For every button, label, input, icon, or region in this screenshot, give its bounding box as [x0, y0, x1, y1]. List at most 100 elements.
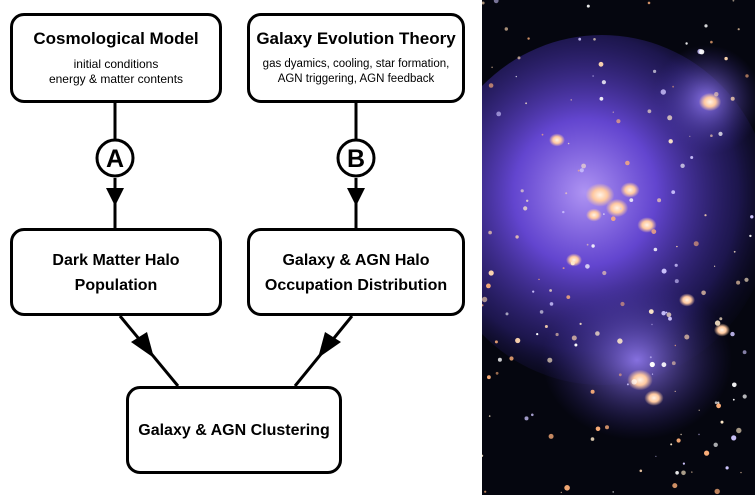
- star: [730, 331, 735, 337]
- galaxy-cluster-image: [482, 0, 755, 495]
- galaxy: [637, 217, 657, 233]
- star: [713, 442, 718, 447]
- star: [691, 471, 693, 473]
- star: [725, 466, 729, 470]
- star: [742, 394, 747, 399]
- star: [566, 295, 571, 299]
- star: [665, 311, 668, 314]
- star: [570, 99, 572, 101]
- dark-matter-halo-population-box: Dark Matter Halo Population: [10, 228, 222, 316]
- star: [505, 312, 509, 316]
- label-b-circle: [336, 138, 376, 178]
- star: [693, 241, 699, 247]
- star: [602, 270, 607, 276]
- star: [668, 316, 672, 321]
- star: [548, 433, 554, 439]
- dark-matter-halo-title-line-1: Dark Matter Halo: [52, 252, 180, 269]
- star: [701, 290, 706, 296]
- star: [732, 382, 737, 388]
- star: [649, 361, 655, 368]
- star: [653, 69, 657, 73]
- star: [720, 420, 724, 424]
- star: [523, 206, 528, 211]
- star: [581, 163, 586, 169]
- star: [681, 470, 686, 476]
- star: [710, 40, 713, 44]
- star: [567, 142, 570, 145]
- star: [736, 280, 741, 285]
- star: [536, 333, 539, 336]
- star: [532, 290, 535, 293]
- star: [482, 454, 484, 457]
- cosmological-model-line-1: initial conditions: [73, 57, 159, 71]
- cosmological-model-box: Cosmological Model initial conditions en…: [10, 13, 222, 103]
- star: [488, 230, 492, 235]
- star: [586, 4, 590, 8]
- star: [612, 111, 614, 113]
- star: [497, 357, 502, 362]
- star: [560, 491, 562, 494]
- star: [603, 213, 605, 215]
- galaxy: [620, 182, 640, 198]
- star: [570, 261, 575, 266]
- arrowhead-a: [106, 188, 124, 206]
- star: [690, 156, 694, 159]
- star: [672, 85, 674, 88]
- star: [555, 332, 559, 337]
- star: [668, 139, 673, 144]
- star: [620, 301, 625, 307]
- star: [591, 244, 595, 248]
- star: [655, 455, 657, 457]
- star: [660, 89, 666, 95]
- star: [590, 389, 595, 394]
- star: [716, 403, 721, 409]
- star: [495, 371, 499, 375]
- flow-diagram: A B: [95, 103, 376, 387]
- star: [525, 102, 527, 105]
- star: [661, 268, 667, 274]
- arrowhead-left: [131, 332, 154, 358]
- star: [670, 443, 673, 446]
- star: [564, 485, 570, 491]
- star: [482, 304, 484, 307]
- star: [698, 409, 700, 411]
- star: [689, 135, 691, 137]
- star: [661, 362, 667, 368]
- star: [488, 415, 491, 417]
- galaxy-evolution-theory-line-1: gas dyamics, cooling, star formation,: [262, 58, 450, 70]
- star: [565, 192, 568, 195]
- star: [612, 491, 614, 493]
- star: [704, 214, 707, 217]
- hod-title-line-1: Galaxy & AGN Halo: [282, 252, 430, 269]
- star: [680, 433, 682, 436]
- star: [605, 425, 609, 430]
- star: [714, 265, 716, 267]
- star: [740, 471, 742, 474]
- galaxy-evolution-theory-line-2: AGN triggering, AGN feedback: [277, 73, 435, 85]
- cosmological-model-title: Cosmological Model: [33, 29, 199, 48]
- star: [515, 337, 521, 344]
- star: [595, 331, 600, 336]
- star: [647, 1, 651, 5]
- star: [661, 311, 666, 316]
- star: [674, 390, 676, 392]
- galaxy: [698, 92, 722, 112]
- star: [653, 247, 658, 252]
- star: [714, 320, 721, 326]
- star: [544, 325, 548, 328]
- star: [484, 490, 487, 493]
- star: [649, 356, 652, 359]
- star: [619, 207, 622, 210]
- star: [714, 488, 720, 495]
- star: [680, 163, 685, 168]
- star: [549, 289, 552, 292]
- star: [704, 450, 710, 456]
- star: [731, 435, 737, 441]
- star: [672, 483, 678, 489]
- star: [601, 80, 606, 85]
- star: [593, 38, 596, 41]
- galaxy: [714, 323, 730, 337]
- arrowhead-b: [347, 188, 365, 206]
- star: [733, 250, 736, 253]
- star: [515, 235, 519, 239]
